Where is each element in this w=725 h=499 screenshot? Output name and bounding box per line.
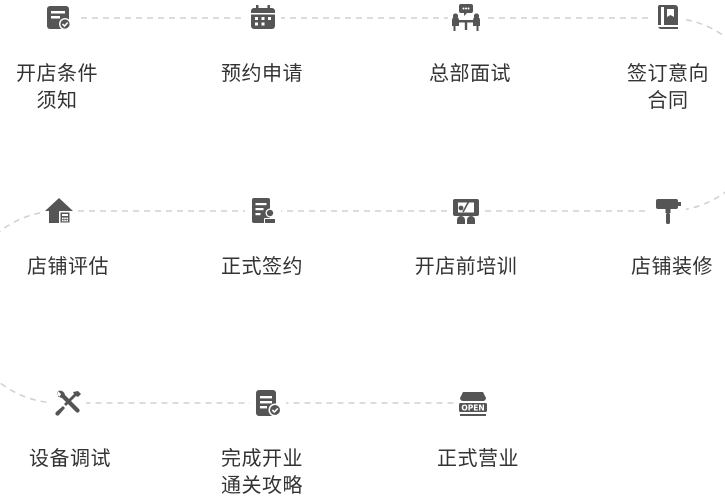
paint-roller-icon xyxy=(650,193,686,229)
step-label: 预约申请 xyxy=(201,60,323,87)
step-label: 签订意向合同 xyxy=(608,60,725,114)
step-label: 正式签约 xyxy=(201,253,323,280)
step-zongbu-mianshi: 总部面试 xyxy=(406,0,526,87)
step-label-line: 设备调试 xyxy=(29,446,111,470)
step-dianpu-pinggu: 店铺评估 xyxy=(0,193,119,280)
step-label: 店铺评估 xyxy=(17,253,119,280)
step-shebei-tiaoshi: 设备调试 xyxy=(8,385,128,472)
step-label-line: 开店条件 xyxy=(16,61,98,85)
step-label: 完成开业通关攻略 xyxy=(196,445,328,499)
step-qianding-yixiang: 签订意向合同 xyxy=(608,0,725,114)
step-label-line: 总部面试 xyxy=(429,61,511,85)
step-yuyue-shenqing: 预约申请 xyxy=(203,0,323,87)
svg-text:OPEN: OPEN xyxy=(461,404,484,413)
step-zhengshi-qianyue: 正式签约 xyxy=(203,193,323,280)
signed-document-icon xyxy=(245,193,281,229)
step-label: 设备调试 xyxy=(12,445,128,472)
step-wancheng-kaiye: 完成开业通关攻略 xyxy=(208,385,328,499)
house-calculator-icon xyxy=(41,193,77,229)
step-label-line: 店铺装修 xyxy=(631,254,713,278)
step-label: 正式营业 xyxy=(423,445,533,472)
step-label-line: 正式签约 xyxy=(221,254,303,278)
checklist-icon xyxy=(41,0,77,36)
step-zhengshi-yingye: OPEN 正式营业 xyxy=(413,385,533,472)
document-check-icon xyxy=(250,385,286,421)
step-label: 总部面试 xyxy=(414,60,526,87)
step-label-line: 店铺评估 xyxy=(27,254,109,278)
step-label: 开店前培训 xyxy=(406,253,526,280)
step-label-line: 签订意向 xyxy=(627,61,709,85)
step-label-line: 须知 xyxy=(36,88,78,112)
step-label-line: 预约申请 xyxy=(221,61,303,85)
step-dianpu-zhuangxiu: 店铺装修 xyxy=(608,193,725,280)
step-label: 开店条件须知 xyxy=(0,60,119,114)
step-label-line: 通关攻略 xyxy=(221,473,303,497)
tools-icon xyxy=(50,385,86,421)
contract-book-icon xyxy=(650,0,686,36)
training-board-icon xyxy=(448,193,484,229)
step-label-line: 正式营业 xyxy=(437,446,519,470)
step-label: 店铺装修 xyxy=(616,253,725,280)
step-label-line: 完成开业 xyxy=(221,446,303,470)
step-kaidian-tiaojian: 开店条件须知 xyxy=(0,0,119,114)
calendar-icon xyxy=(245,0,281,36)
interview-icon xyxy=(448,0,484,36)
step-kaidian-peixun: 开店前培训 xyxy=(406,193,526,280)
step-label-line: 合同 xyxy=(647,88,689,112)
step-label-line: 开店前培训 xyxy=(414,254,518,278)
open-store-icon: OPEN xyxy=(455,385,491,421)
